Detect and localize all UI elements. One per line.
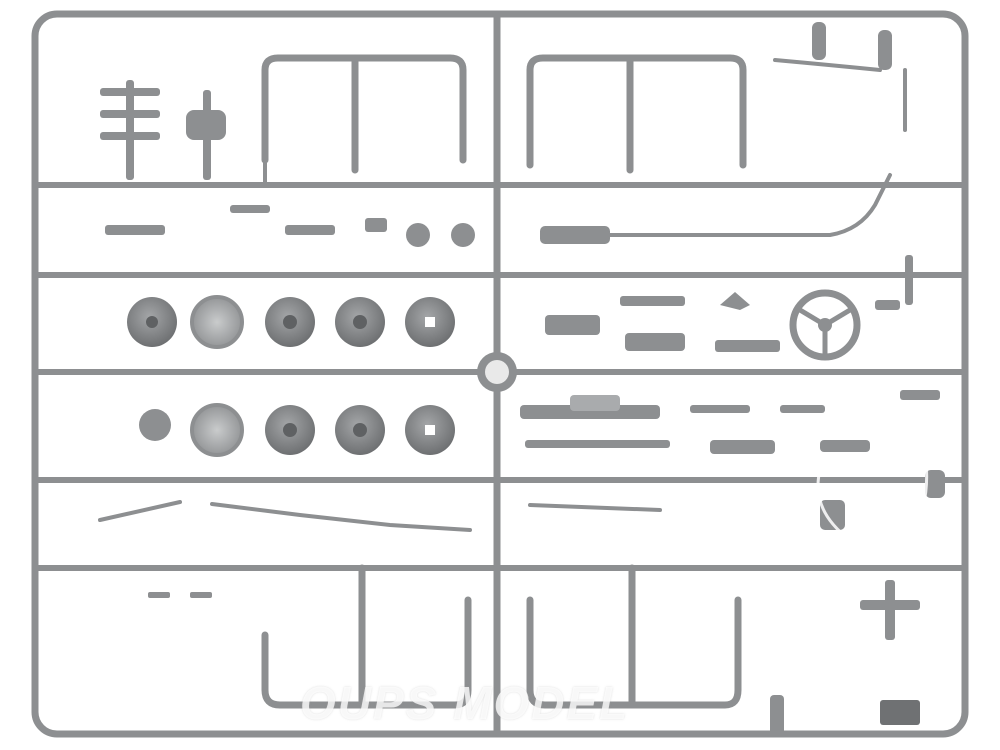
long-rod xyxy=(568,22,907,237)
far-right-parts xyxy=(820,255,945,530)
wheels-row-1 xyxy=(127,295,455,349)
cab-hoop-bottom-left xyxy=(261,564,472,709)
cab-hoop-top-left xyxy=(261,54,467,187)
right-parts-row3 xyxy=(545,292,780,352)
cab-hoop-bottom-right xyxy=(526,564,742,709)
sprue-frame xyxy=(31,10,969,738)
cab-hoop-top-right xyxy=(526,54,747,174)
row2-parts xyxy=(105,205,610,247)
watermark-text: OUPS MODEL xyxy=(300,677,630,729)
center-hub xyxy=(477,352,517,392)
steering-wheel xyxy=(789,289,861,361)
watermark-drawing xyxy=(816,397,950,671)
wheels-row-2 xyxy=(139,403,455,457)
bottom-small-parts xyxy=(148,580,920,735)
right-parts-row4 xyxy=(520,395,870,454)
small-cross-parts xyxy=(100,80,226,180)
row5-rods xyxy=(98,500,662,532)
